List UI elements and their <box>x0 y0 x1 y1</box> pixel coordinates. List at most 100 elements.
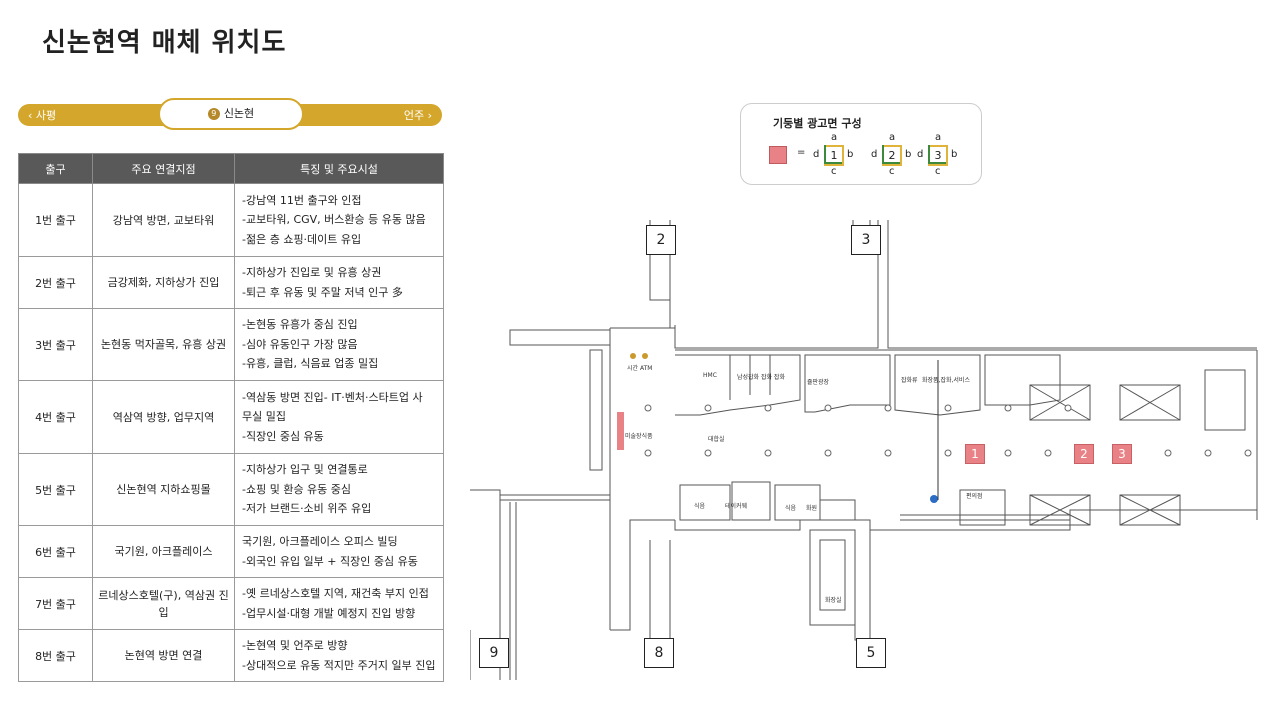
face-c-label: c <box>935 166 941 177</box>
feature-line: -역삼동 방면 진입- IT·벤처·스타트업 사 <box>242 390 423 404</box>
feature-line: -쇼핑 및 환승 유동 중심 <box>242 482 352 496</box>
features-cell: -지하상가 진입로 및 유흥 상권 -퇴근 후 유동 및 주말 저녁 인구 多 <box>234 256 444 309</box>
features-cell: -옛 르네상스호텔 지역, 재건축 부지 인접 -업무시설·대형 개발 예정지 … <box>234 577 444 630</box>
connection-cell: 금강제화, 지하상가 진입 <box>92 256 235 309</box>
pillar-diagram-3: a d 3 b c <box>917 132 957 182</box>
face-a-label: a <box>935 132 942 143</box>
face-d-label: d <box>917 149 924 160</box>
face-d-label: d <box>871 149 878 160</box>
table-row: 8번 출구 논현역 방면 연결 -논현역 및 언주로 방향 -상대적으로 유동 … <box>18 629 444 682</box>
floor-plan-drawing <box>470 220 1258 680</box>
store-label-2: 화장품,잡화,서비스 <box>922 377 970 384</box>
feature-line: -옛 르네상스호텔 지역, 재건축 부지 인접 <box>242 587 429 600</box>
pillar-number: 3 <box>928 145 948 166</box>
exit-info-table: 출구 주요 연결지점 특징 및 주요시설 1번 출구 강남역 방면, 교보타워 … <box>18 153 444 682</box>
feature-line: -심야 유동인구 가장 많음 <box>242 337 358 351</box>
exit-cell: 5번 출구 <box>18 453 93 526</box>
exit-cell: 6번 출구 <box>18 525 93 578</box>
connection-cell: 르네상스호텔(구), 역삼권 진입 <box>92 577 235 630</box>
legend-equals: = <box>797 147 806 158</box>
flower-label: 화원 <box>806 505 818 512</box>
exit-cell: 4번 출구 <box>18 380 93 454</box>
feature-line: -논현동 유흥가 중심 진입 <box>242 318 358 332</box>
exit-cell: 2번 출구 <box>18 256 93 309</box>
line-9-badge: 9 <box>207 108 220 120</box>
ad-pillar-2: 2 <box>1074 444 1094 464</box>
food-label-1: 식음 <box>694 503 706 510</box>
face-b-label: b <box>905 149 912 160</box>
table-row: 6번 출구 국기원, 아크플레이스 국기원, 아크플레이스 오피스 빌딩 -외국… <box>18 525 444 578</box>
connection-cell: 국기원, 아크플레이스 <box>92 525 235 578</box>
feature-line: -상대적으로 유동 적지만 주거지 일부 진입 <box>242 658 436 672</box>
table-row: 7번 출구 르네상스호텔(구), 역삼권 진입 -옛 르네상스호텔 지역, 재건… <box>18 577 444 630</box>
feature-line: -유흥, 클럽, 식음료 업종 밀집 <box>242 357 379 371</box>
pillar-diagram-2: a d 2 b c <box>871 132 911 182</box>
feature-line: -직장인 중심 유동 <box>242 429 324 443</box>
feature-line: -지하상가 진입로 및 유흥 상권 <box>242 266 382 279</box>
table-header-row: 출구 주요 연결지점 특징 및 주요시설 <box>18 153 444 184</box>
exit-cell: 1번 출구 <box>18 183 93 257</box>
table-row: 5번 출구 신논현역 지하쇼핑몰 -지하상가 입구 및 연결통로 -쇼핑 및 환… <box>18 453 444 526</box>
connection-cell: 논현동 먹자골목, 유흥 상권 <box>92 308 235 381</box>
prev-station-link[interactable]: ‹ 사평 <box>28 109 57 122</box>
atm-label: 시간 ATM <box>627 365 653 372</box>
next-station-link[interactable]: 언주 › <box>403 109 432 122</box>
feature-line: -퇴근 후 유동 및 주말 저녁 인구 多 <box>242 285 403 299</box>
cafe-label: 테이커웨 <box>725 503 748 510</box>
exit-cell: 7번 출구 <box>18 577 93 630</box>
feature-line: -교보타워, CGV, 버스환승 등 유동 많음 <box>242 213 426 227</box>
face-c-label: c <box>889 166 895 177</box>
exit-8-marker: 8 <box>644 638 674 668</box>
ad-swatch <box>769 146 787 164</box>
connection-cell: 강남역 방면, 교보타워 <box>92 183 235 257</box>
feature-line: -업무시설·대형 개발 예정지 진입 방향 <box>242 606 416 620</box>
features-cell: -강남역 11번 출구와 인접 -교보타워, CGV, 버스환승 등 유동 많음… <box>234 183 444 257</box>
ad-pillar-1: 1 <box>965 444 985 464</box>
art-label: 미술장식품 <box>625 433 653 440</box>
current-station-name: 신논현 <box>223 107 255 120</box>
feature-line: -젊은 층 쇼핑·데이트 유입 <box>242 232 362 246</box>
waiting-room-label: 대합실 <box>708 436 725 443</box>
feature-line: -논현역 및 언주로 방향 <box>242 639 348 652</box>
features-cell: -지하상가 입구 및 연결통로 -쇼핑 및 환승 유동 중심 -저가 브랜드·소… <box>234 453 444 526</box>
face-c-label: c <box>831 166 837 177</box>
convenience-label: 편의점 <box>966 493 983 500</box>
exit-2-marker: 2 <box>646 225 676 255</box>
feature-line: 국기원, 아크플레이스 오피스 빌딩 <box>242 535 398 548</box>
feature-line: -지하상가 입구 및 연결통로 <box>242 463 368 477</box>
connection-cell: 논현역 방면 연결 <box>92 629 235 682</box>
feature-line: 무실 밀집 <box>242 410 286 424</box>
connection-cell: 역삼역 방향, 업무지역 <box>92 380 235 454</box>
features-cell: 국기원, 아크플레이스 오피스 빌딩 -외국인 유입 일부 + 직장인 중심 유… <box>234 525 444 578</box>
exit-5-marker: 5 <box>856 638 886 668</box>
col-header-features: 특징 및 주요시설 <box>234 153 444 184</box>
feature-line: -외국인 유입 일부 + 직장인 중심 유동 <box>242 554 418 568</box>
table-row: 2번 출구 금강제화, 지하상가 진입 -지하상가 진입로 및 유흥 상권 -퇴… <box>18 256 444 309</box>
exit-3-marker: 3 <box>851 225 881 255</box>
pillar-number: 2 <box>882 145 902 166</box>
exit-cell: 3번 출구 <box>18 308 93 381</box>
feature-line: -강남역 11번 출구와 인접 <box>242 193 362 207</box>
art-ad-panel <box>617 412 624 450</box>
pillar-ad-legend: 기둥별 광고면 구성 = a d 1 b c a d 2 b c a d 3 b… <box>740 103 982 185</box>
legend-title: 기둥별 광고면 구성 <box>773 117 862 130</box>
feature-line: -저가 브랜드·소비 위주 유입 <box>242 502 372 516</box>
restroom-label: 화장실 <box>825 597 842 604</box>
face-b-label: b <box>847 149 854 160</box>
exit-cell: 8번 출구 <box>18 629 93 682</box>
features-cell: -논현동 유흥가 중심 진입 -심야 유동인구 가장 많음 -유흥, 클럽, 식… <box>234 308 444 381</box>
ad-pillar-3: 3 <box>1112 444 1132 464</box>
face-b-label: b <box>951 149 958 160</box>
shops-label: 남성잡화 잡화 잡화 <box>737 374 785 381</box>
current-location-marker <box>930 495 938 503</box>
face-a-label: a <box>889 132 896 143</box>
pillar-diagram-1: a d 1 b c <box>813 132 853 182</box>
table-row: 3번 출구 논현동 먹자골목, 유흥 상권 -논현동 유흥가 중심 진입 -심야… <box>18 308 444 381</box>
face-a-label: a <box>831 132 838 143</box>
features-cell: -역삼동 방면 진입- IT·벤처·스타트업 사 무실 밀집 -직장인 중심 유… <box>234 380 444 454</box>
store-label-1: 잡화류 <box>901 377 918 384</box>
features-cell: -논현역 및 언주로 방향 -상대적으로 유동 적지만 주거지 일부 진입 <box>234 629 444 682</box>
col-header-exit: 출구 <box>18 153 93 184</box>
exit-9-marker: 9 <box>479 638 509 668</box>
